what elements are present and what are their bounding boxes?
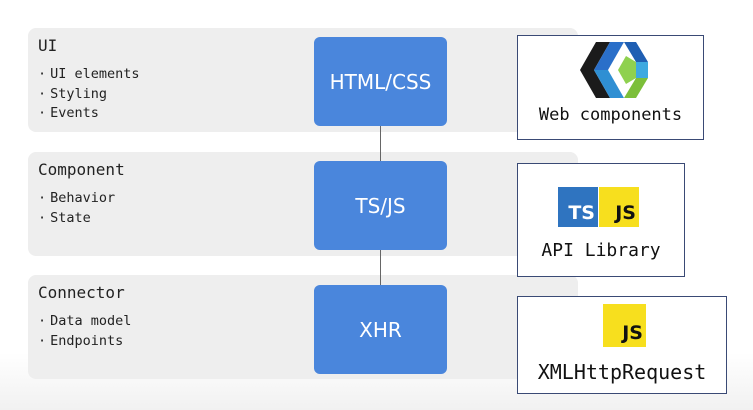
card-label: API Library [541, 240, 661, 261]
list-item: Data model [38, 312, 131, 332]
connector-line-top [380, 126, 381, 161]
card-api-library: TS JS API Library [517, 163, 685, 277]
tech-box-ts-js: TS/JS [314, 161, 447, 250]
tech-box-xhr: XHR [314, 285, 447, 374]
list-item: Events [38, 104, 140, 124]
list-item: UI elements [38, 65, 139, 85]
layer-title-ui: UI [38, 36, 58, 55]
list-item: State [38, 209, 115, 229]
layer-title-component: Component [38, 160, 125, 179]
javascript-logo-icon: JS [603, 304, 646, 347]
connector-line-bottom [380, 250, 381, 285]
card-label: Web components [538, 105, 683, 125]
layer-items-ui: UI elements Styling Events [38, 65, 140, 124]
typescript-logo-icon: TS [558, 187, 598, 227]
card-web-components: Web components [517, 35, 704, 140]
layer-items-connector: Data model Endpoints [38, 312, 131, 351]
list-item: Behavior [38, 189, 115, 209]
javascript-logo-icon: JS [599, 187, 639, 227]
layer-ui: UI UI elements Styling Events [28, 28, 578, 132]
layer-component: Component Behavior State [28, 152, 578, 256]
layer-connector: Connector Data model Endpoints [28, 275, 578, 379]
card-label: XMLHttpRequest [537, 360, 707, 384]
layer-title-connector: Connector [38, 283, 125, 302]
webcomponents-logo-icon [580, 42, 648, 98]
tech-box-html-css: HTML/CSS [314, 37, 447, 126]
list-item: Styling [38, 85, 140, 105]
card-xmlhttprequest: JS XMLHttpRequest [517, 296, 727, 394]
list-item: Endpoints [38, 332, 131, 352]
layer-items-component: Behavior State [38, 189, 115, 228]
